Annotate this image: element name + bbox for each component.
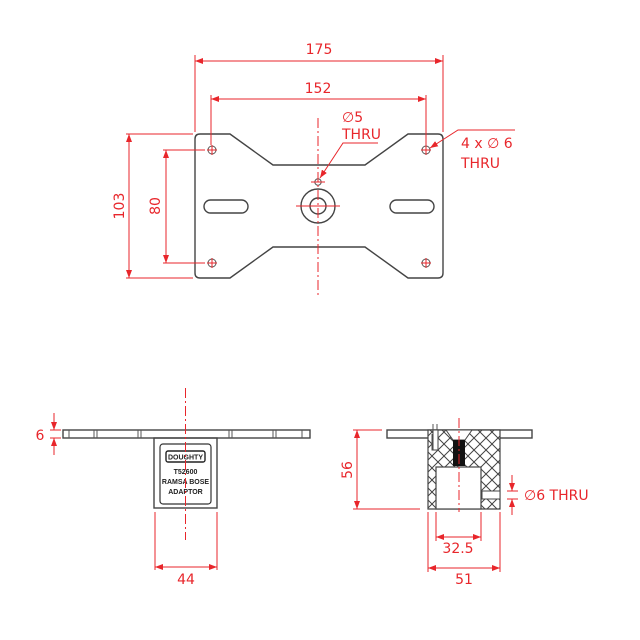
svg-text:44: 44 <box>177 572 195 588</box>
left-slot <box>203 199 249 214</box>
dim-80: 80 <box>148 149 205 264</box>
svg-text:4 x ∅ 6: 4 x ∅ 6 <box>461 136 513 152</box>
corner-holes-callout: 4 x ∅ 6 THRU <box>429 129 515 172</box>
threaded-insert <box>453 440 465 466</box>
dim-6: 6 <box>36 413 61 455</box>
svg-text:175: 175 <box>306 42 333 58</box>
svg-text:∅6 THRU: ∅6 THRU <box>524 488 589 504</box>
svg-text:DOUGHTY: DOUGHTY <box>168 455 203 462</box>
side-hole-callout: ∅6 THRU <box>507 475 589 515</box>
right-slot <box>389 199 435 214</box>
svg-text:51: 51 <box>455 572 473 588</box>
svg-text:80: 80 <box>148 197 164 215</box>
svg-text:56: 56 <box>340 461 356 479</box>
svg-text:103: 103 <box>112 193 128 220</box>
dim-51: 51 <box>427 512 501 588</box>
dim-32-5: 32.5 <box>435 512 482 557</box>
svg-text:THRU: THRU <box>460 156 500 172</box>
corner-holes <box>207 145 431 268</box>
top-view: 175 152 103 80 ∅5 THRU <box>112 42 515 298</box>
svg-text:6: 6 <box>36 428 45 444</box>
section-view: 56 ∅6 THRU 32.5 51 <box>340 418 589 588</box>
svg-text:T52600: T52600 <box>174 469 198 476</box>
front-view: DOUGHTY T52600 RAMSA BOSE ADAPTOR 6 44 <box>36 388 311 588</box>
dim-44: 44 <box>154 512 218 588</box>
dim-152: 152 <box>210 81 427 145</box>
dim-103: 103 <box>112 133 193 279</box>
plate-outline <box>194 133 444 279</box>
svg-text:32.5: 32.5 <box>442 541 473 557</box>
dim-175: 175 <box>194 42 444 132</box>
svg-text:152: 152 <box>305 81 332 97</box>
svg-text:THRU: THRU <box>341 127 381 143</box>
dim-56: 56 <box>340 429 420 510</box>
svg-text:∅5: ∅5 <box>342 110 363 126</box>
center-hole-callout: ∅5 THRU <box>319 110 381 179</box>
